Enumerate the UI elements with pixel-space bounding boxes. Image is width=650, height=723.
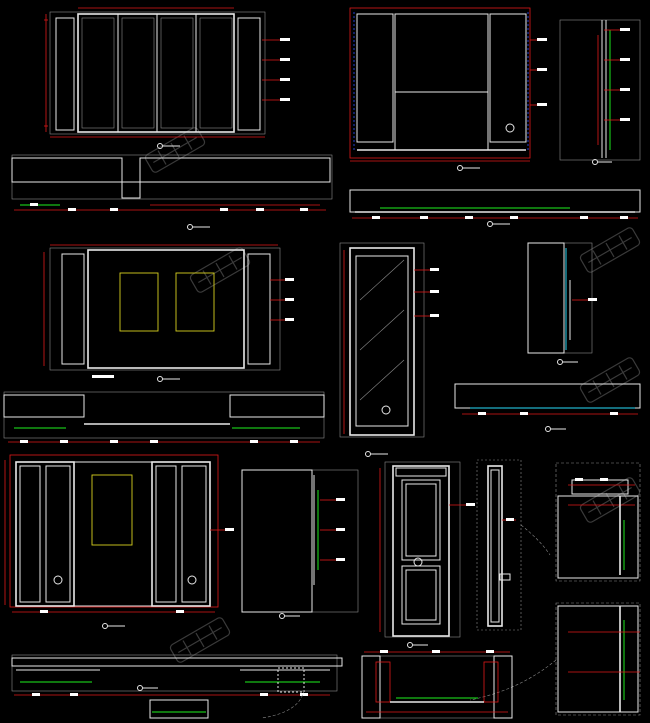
elevation-cabinet-wall [4,454,234,629]
section-cabinet [241,469,359,619]
plan-door-frame [361,650,513,719]
elevation-panel-wall [43,244,294,382]
elevation-raised-panel-door [379,461,475,648]
elevation-feature-wall [349,7,547,171]
plan-cabinet-wall [11,654,343,719]
section-door-leaf [476,459,551,631]
elevation-sliding-door [44,7,290,149]
elevation-glass-door [339,242,439,457]
detail-door-jamb [469,602,641,716]
plan-feature-wall [349,189,641,227]
section-feature-wall [559,19,641,165]
plan-glass-door [454,383,641,432]
plan-panel-wall [3,391,325,443]
detail-door-head [555,462,641,582]
plan-sliding-door [11,154,333,230]
section-glass-door [527,242,597,365]
